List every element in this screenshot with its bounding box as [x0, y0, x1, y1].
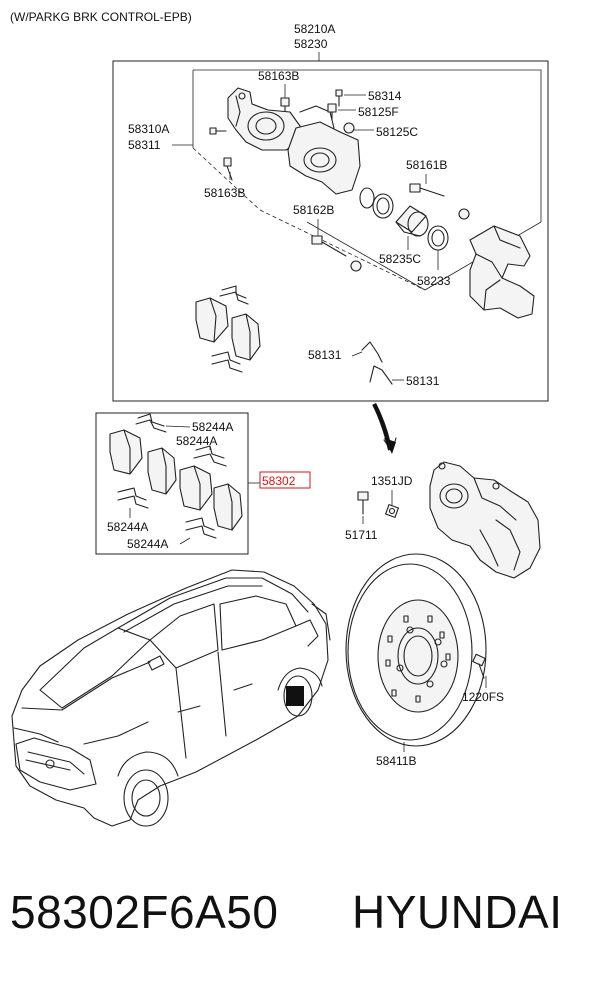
- diagram-note: (W/PARKG BRK CONTROL-EPB): [10, 10, 192, 24]
- frame-dash: [259, 209, 426, 291]
- label-58244A-1[interactable]: 58244A: [192, 420, 233, 434]
- hub-bolt-1220FS: [472, 653, 486, 679]
- label-58230[interactable]: 58230: [294, 37, 328, 51]
- label-58244A-2[interactable]: 58244A: [176, 434, 217, 448]
- label-58244A-3[interactable]: 58244A: [107, 520, 148, 534]
- bolt-51711: [357, 491, 369, 515]
- boot-58233: [427, 225, 449, 251]
- spring-58131-upper: [361, 341, 383, 363]
- label-58125F[interactable]: 58125F: [358, 105, 399, 119]
- pad-kit-highlight[interactable]: [259, 471, 311, 489]
- label-58131-upper[interactable]: 58131: [308, 348, 342, 362]
- guide-pin-58161B: [409, 183, 445, 197]
- cap-58125F: [327, 103, 337, 121]
- nut-small: [458, 208, 470, 220]
- spring-58131-lower: [369, 365, 393, 385]
- label-1220FS[interactable]: 1220FS: [462, 690, 504, 704]
- screw-left: [209, 127, 227, 135]
- footer: 58302F6A50 HYUNDAI: [0, 872, 600, 952]
- brake-pads-set-lower: [109, 413, 243, 539]
- label-58210A[interactable]: 58210A: [294, 22, 335, 36]
- vehicle-illustration: [11, 569, 331, 827]
- piston-seal-rings: [359, 187, 394, 219]
- label-58235C[interactable]: 58235C: [379, 252, 421, 266]
- bolt-58163B-left: [223, 157, 233, 181]
- nut-1351JD: [385, 504, 399, 518]
- caliper-assembled: [429, 461, 541, 579]
- label-58244A-4[interactable]: 58244A: [127, 537, 168, 551]
- label-58411B[interactable]: 58411B: [376, 754, 416, 768]
- caliper-assembly-frame: [112, 60, 549, 402]
- leader-line: [351, 351, 363, 357]
- carrier-bracket: [469, 225, 535, 319]
- label-58163B-left[interactable]: 58163B: [204, 186, 245, 200]
- pointer-arrow-head: [384, 438, 396, 454]
- label-58314[interactable]: 58314: [368, 89, 402, 103]
- leader-line: [165, 425, 191, 428]
- rear-brake-location: [286, 686, 304, 706]
- label-58311[interactable]: 58311: [128, 138, 161, 152]
- brand-name: HYUNDAI: [352, 886, 563, 938]
- frame-dash: [192, 147, 261, 211]
- leader-line: [179, 537, 191, 545]
- cap-58125C: [343, 122, 355, 134]
- label-58131-lower[interactable]: 58131: [406, 374, 440, 388]
- part-number: 58302F6A50: [10, 886, 279, 938]
- pad-kit-frame: [95, 412, 249, 555]
- label-58162B[interactable]: 58162B: [293, 203, 334, 217]
- caliper-body: [227, 87, 361, 195]
- label-58163B-top[interactable]: 58163B: [258, 69, 299, 83]
- label-51711[interactable]: 51711: [345, 528, 378, 542]
- brake-pads-set-upper: [195, 285, 261, 373]
- bleeder-58314: [335, 89, 343, 107]
- piston-58235C: [395, 205, 429, 237]
- label-58125C[interactable]: 58125C: [376, 125, 418, 139]
- label-1351JD[interactable]: 1351JD: [371, 474, 413, 488]
- brake-disc-58411B: [345, 553, 487, 747]
- guide-pin-58162B: [311, 235, 362, 272]
- caliper-subassembly-frame: [193, 69, 542, 291]
- label-58302[interactable]: 58302: [262, 474, 296, 488]
- label-58161B[interactable]: 58161B: [406, 158, 447, 172]
- label-58310A[interactable]: 58310A: [128, 122, 169, 136]
- label-58233[interactable]: 58233: [417, 274, 451, 288]
